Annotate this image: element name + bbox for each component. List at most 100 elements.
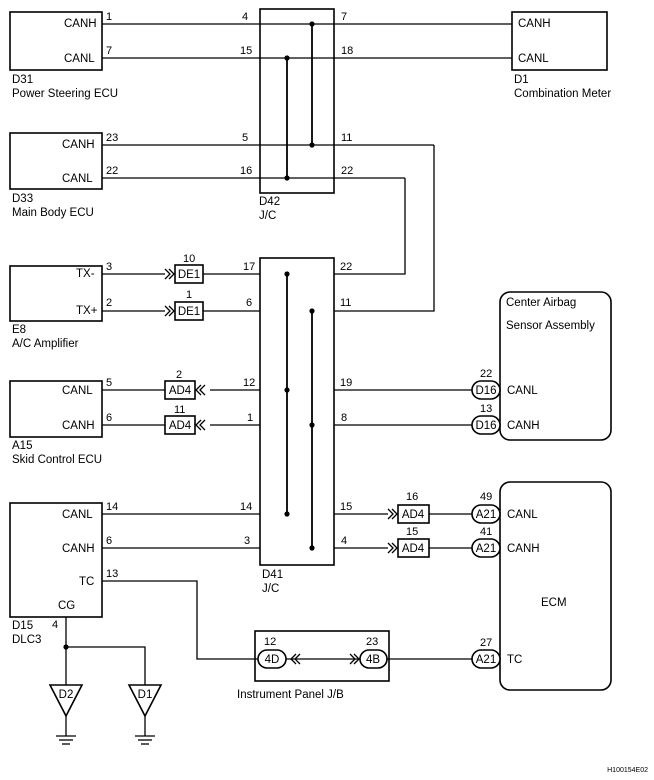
airbag-box <box>499 291 612 441</box>
d41-pin-right-8: 8 <box>341 412 347 424</box>
connector-d16-canh: D16 <box>471 415 501 435</box>
d15-pin-cg: 4 <box>52 619 58 631</box>
svg-text:D16: D16 <box>475 420 496 432</box>
connector-de1-top: DE1 <box>164 264 204 284</box>
connector-a21-tc: A21 <box>471 649 501 669</box>
d15-pin-tc: 13 <box>106 568 118 580</box>
d15-cg-label: CG <box>58 600 75 612</box>
d33-name: Main Body ECU <box>12 207 94 219</box>
airbag-canl-label: CANL <box>507 385 538 397</box>
d42-pin-right-22: 22 <box>341 165 353 177</box>
svg-text:DE1: DE1 <box>178 306 200 318</box>
e8-box <box>9 265 103 322</box>
d42-pin-left-5: 5 <box>242 132 248 144</box>
d41-pin-right-22: 22 <box>340 261 352 273</box>
a15-canh-label: CANH <box>62 420 95 432</box>
connector-ad4-right-bot: AD4 <box>387 538 430 558</box>
wire-d42-22-d41-22 <box>334 178 406 275</box>
e8-txp-label: TX+ <box>76 305 98 317</box>
airbag-pin-h: 13 <box>480 403 492 415</box>
d41-pin-right-15: 15 <box>340 501 352 513</box>
ecm-pin-tc: 27 <box>480 637 492 649</box>
d15-pin-h: 6 <box>106 535 112 547</box>
a15-box <box>9 380 103 438</box>
d1-code: D1 <box>514 74 529 86</box>
d1-pin-l: 18 <box>341 45 353 57</box>
d41-name: J/C <box>262 583 279 595</box>
ad4-right-pin-bot: 15 <box>406 526 418 538</box>
d31-box <box>9 11 103 71</box>
e8-pin-p: 2 <box>106 297 112 309</box>
d31-name: Power Steering ECU <box>12 88 118 100</box>
svg-text:A21: A21 <box>476 543 496 555</box>
d42-pin-left-4: 4 <box>242 11 248 23</box>
d33-code: D33 <box>12 193 33 205</box>
connector-ad4-left-bot: AD4 <box>164 415 206 435</box>
a15-code: A15 <box>12 440 32 452</box>
d41-pin-right-4: 4 <box>341 535 347 547</box>
ground-symbol-d1: D1 <box>127 684 163 745</box>
svg-text:AD4: AD4 <box>402 509 425 521</box>
d1-box <box>511 11 608 71</box>
connector-4d: 4D <box>257 649 301 669</box>
svg-text:D2: D2 <box>59 689 74 701</box>
d33-pin-h: 23 <box>106 132 118 144</box>
d15-canl-label: CANL <box>62 509 93 521</box>
svg-text:D1: D1 <box>138 689 153 701</box>
ecm-box <box>499 481 612 691</box>
wire-cg-d1 <box>66 646 146 685</box>
ad4-right-pin-top: 16 <box>406 491 418 503</box>
ecm-name: ECM <box>541 597 567 609</box>
svg-text:AD4: AD4 <box>169 420 192 432</box>
de1-pin-bot: 1 <box>186 289 192 301</box>
svg-text:A21: A21 <box>476 654 496 666</box>
d15-canh-label: CANH <box>62 543 95 555</box>
d41-pin-left-12: 12 <box>243 377 255 389</box>
d41-pin-left-3: 3 <box>244 535 250 547</box>
d42-pin-left-16: 16 <box>240 165 252 177</box>
d31-canh-label: CANH <box>64 18 97 30</box>
d42-pin-right-11: 11 <box>341 132 352 144</box>
connector-a21-canl: A21 <box>471 504 501 524</box>
d31-pin-h: 1 <box>106 11 112 23</box>
svg-text:DE1: DE1 <box>178 269 200 281</box>
ad4-left-pin-bot: 11 <box>174 404 185 416</box>
connector-ad4-right-top: AD4 <box>387 504 430 524</box>
ecm-canl-label: CANL <box>507 509 538 521</box>
jc-d42-box <box>259 8 335 194</box>
d41-pin-left-6: 6 <box>246 297 252 309</box>
d42-pin-left-15: 15 <box>240 45 252 57</box>
connector-d16-canl: D16 <box>471 380 501 400</box>
a15-pin-l: 5 <box>106 377 112 389</box>
ground-symbol-d2: D2 <box>48 684 84 745</box>
a15-canl-label: CANL <box>62 385 93 397</box>
connector-a21-canh: A21 <box>471 538 501 558</box>
ecm-tc-label: TC <box>507 654 522 666</box>
d31-pin-l: 7 <box>106 45 112 57</box>
connector-4b: 4B <box>349 649 388 669</box>
airbag-pin-l: 22 <box>480 368 492 380</box>
d33-canl-label: CANL <box>62 173 93 185</box>
ecm-canh-label: CANH <box>507 543 540 555</box>
ipjb-name: Instrument Panel J/B <box>237 689 344 701</box>
connector-ad4-left-top: AD4 <box>164 380 206 400</box>
diagram-id: H100154E02 <box>607 767 648 774</box>
connector-de1-bot: DE1 <box>164 301 204 321</box>
e8-txm-label: TX- <box>76 268 95 280</box>
d41-pin-left-14: 14 <box>240 501 252 513</box>
svg-text:4B: 4B <box>366 654 380 666</box>
d15-box <box>9 502 103 618</box>
airbag-name2: Sensor Assembly <box>506 320 595 332</box>
d42-name: J/C <box>259 210 276 222</box>
a15-pin-h: 6 <box>106 412 112 424</box>
airbag-canh-label: CANH <box>507 420 540 432</box>
d41-pin-left-1: 1 <box>247 412 253 424</box>
svg-text:A21: A21 <box>476 509 496 521</box>
e8-code: E8 <box>12 324 26 336</box>
d42-code: D42 <box>259 196 280 208</box>
d15-pin-l: 14 <box>106 501 118 513</box>
airbag-name1: Center Airbag <box>506 297 576 309</box>
svg-text:AD4: AD4 <box>169 385 192 397</box>
de1-pin-top: 10 <box>183 253 195 265</box>
